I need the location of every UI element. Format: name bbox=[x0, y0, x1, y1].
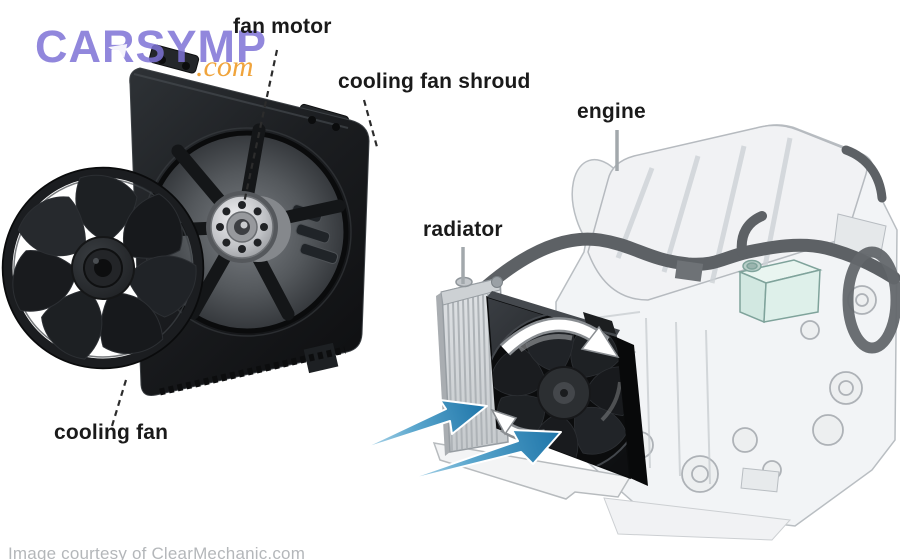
fan-motor-hub bbox=[206, 191, 291, 263]
image-credit: Image courtesy of ClearMechanic.com bbox=[8, 544, 306, 560]
cooling-fan-illustration bbox=[1, 166, 205, 370]
callout-engine: engine bbox=[577, 100, 646, 123]
coolant-reservoir bbox=[737, 259, 823, 324]
right-fan-assembly bbox=[486, 291, 648, 486]
callout-cooling-fan-shroud: cooling fan shroud bbox=[338, 70, 531, 93]
airflow-arrow-icon bbox=[356, 399, 562, 484]
callout-cooling-fan: cooling fan bbox=[54, 421, 169, 444]
callout-fan-motor: fan motor bbox=[233, 15, 332, 38]
watermark-tld: .com bbox=[196, 50, 254, 83]
callout-radiator: radiator bbox=[423, 218, 503, 241]
watermark-brand: CARSYMP bbox=[35, 21, 268, 72]
leader-lines bbox=[110, 49, 619, 427]
